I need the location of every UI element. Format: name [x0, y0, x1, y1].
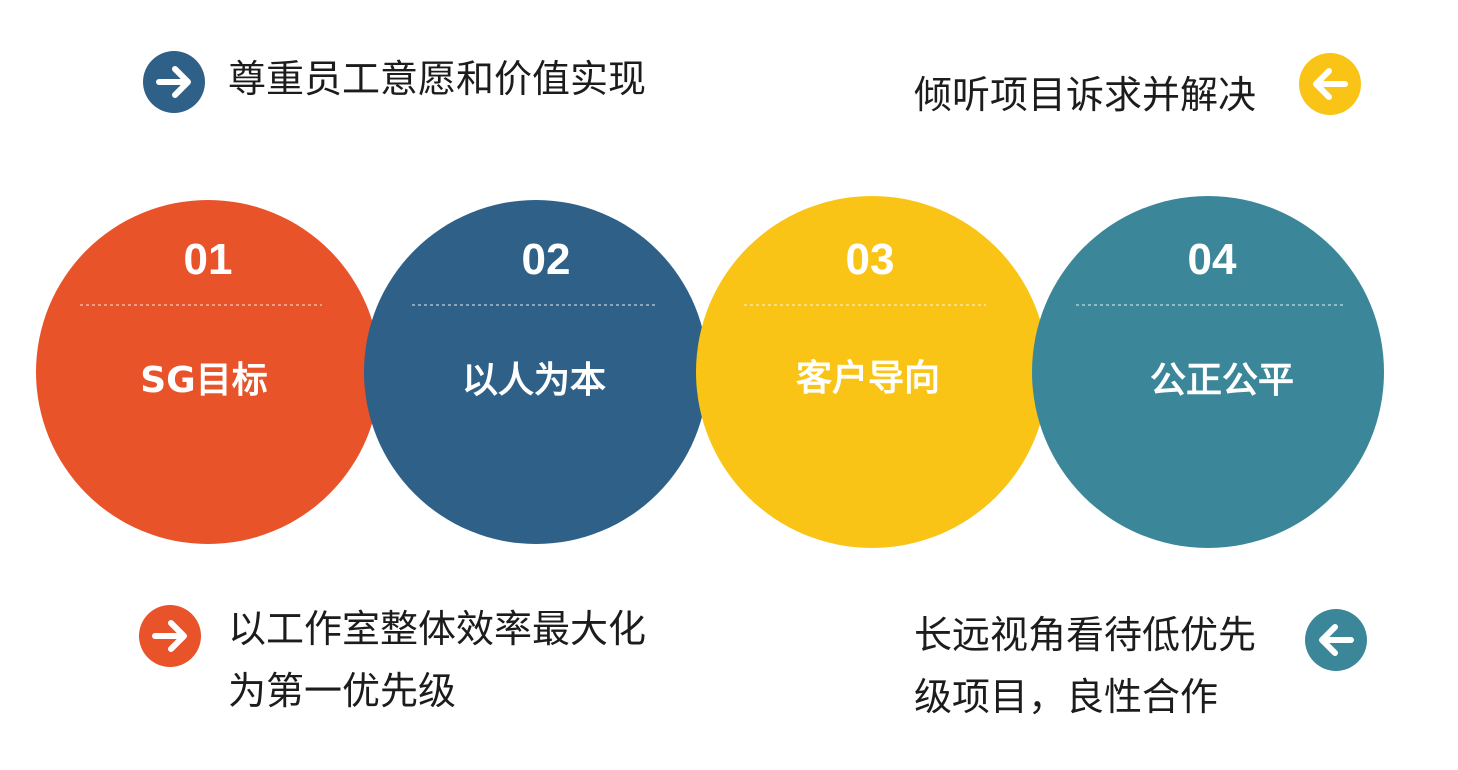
circle-04-number: 04 [1188, 235, 1237, 284]
caption-4-line-2: 级项目，良性合作 [914, 675, 1219, 719]
circle-03-disk [696, 196, 1048, 548]
circle-04-disk [1032, 196, 1384, 548]
caption-4-line-1: 长远视角看待低优先 [914, 613, 1257, 657]
circle-01-label: SG目标 [140, 360, 267, 401]
caption-respect-employees: 尊重员工意愿和价值实现 [228, 48, 646, 110]
caption-2-line-1: 倾听项目诉求并解决 [914, 73, 1257, 117]
circle-03: 03 客户导向 [696, 196, 1048, 548]
caption-listen-projects: 倾听项目诉求并解决 [914, 64, 1256, 126]
circle-02-number: 02 [522, 235, 571, 284]
circle-03-number: 03 [846, 235, 895, 284]
caption-3-line-1: 以工作室整体效率最大化 [228, 607, 647, 651]
caption-1-line-1: 尊重员工意愿和价值实现 [228, 57, 647, 101]
arrow-left-icon [1305, 609, 1367, 671]
circle-01-disk [36, 200, 380, 544]
arrow-left-icon [1299, 53, 1361, 115]
arrow-right-icon [143, 51, 205, 113]
circle-02-disk [364, 200, 708, 544]
circle-04: 04 公正公平 [1032, 196, 1384, 548]
circle-02: 02 以人为本 [364, 200, 708, 544]
circle-01: 01 SG目标 [36, 200, 380, 544]
circle-04-label: 公正公平 [1150, 360, 1294, 401]
arrow-right-icon [139, 605, 201, 667]
circle-01-number: 01 [184, 235, 233, 284]
caption-studio-efficiency: 以工作室整体效率最大化 为第一优先级 [228, 598, 646, 722]
circle-03-label: 客户导向 [796, 358, 940, 399]
caption-3-line-2: 为第一优先级 [228, 669, 457, 713]
caption-long-term-view: 长远视角看待低优先 级项目，良性合作 [914, 604, 1256, 728]
circle-02-label: 以人为本 [462, 360, 606, 401]
